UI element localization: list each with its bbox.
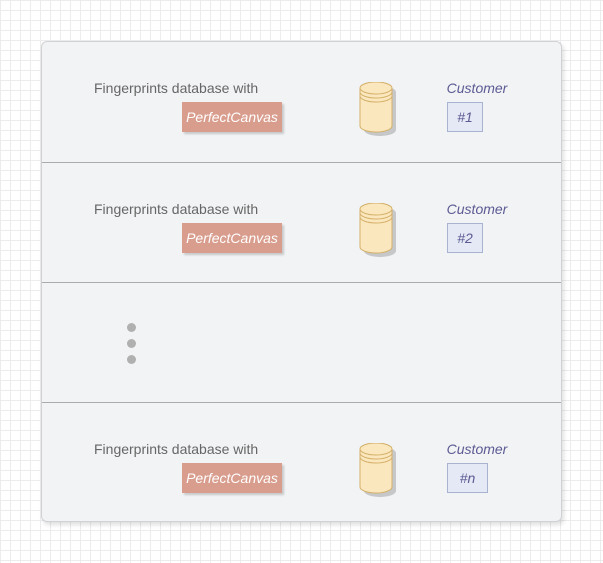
customer-label: Customer — [446, 201, 508, 217]
customer-label: Customer — [446, 80, 508, 96]
customer-row-2: Fingerprints database with PerfectCanvas… — [42, 162, 561, 283]
ellipsis-row — [42, 282, 561, 403]
customer-label: Customer — [446, 441, 508, 457]
ellipsis-dot — [127, 355, 136, 364]
customer-row-1: Fingerprints database with PerfectCanvas… — [42, 42, 561, 162]
database-icon — [359, 82, 396, 136]
ellipsis-dot — [127, 323, 136, 332]
database-icon — [359, 443, 396, 497]
customer-id-box: #n — [447, 463, 488, 493]
customer-id-box: #2 — [447, 223, 483, 253]
customer-id-box: #1 — [447, 102, 483, 132]
db-description-text: Fingerprints database with — [94, 80, 259, 96]
diagram-panel: Fingerprints database with PerfectCanvas… — [41, 41, 562, 522]
product-box: PerfectCanvas — [182, 463, 282, 493]
db-description-text: Fingerprints database with — [94, 201, 259, 217]
db-description-text: Fingerprints database with — [94, 441, 259, 457]
customer-row-n: Fingerprints database with PerfectCanvas… — [42, 402, 561, 521]
ellipsis-dot — [127, 339, 136, 348]
product-box: PerfectCanvas — [182, 223, 282, 253]
product-box: PerfectCanvas — [182, 102, 282, 132]
database-icon — [359, 203, 396, 257]
